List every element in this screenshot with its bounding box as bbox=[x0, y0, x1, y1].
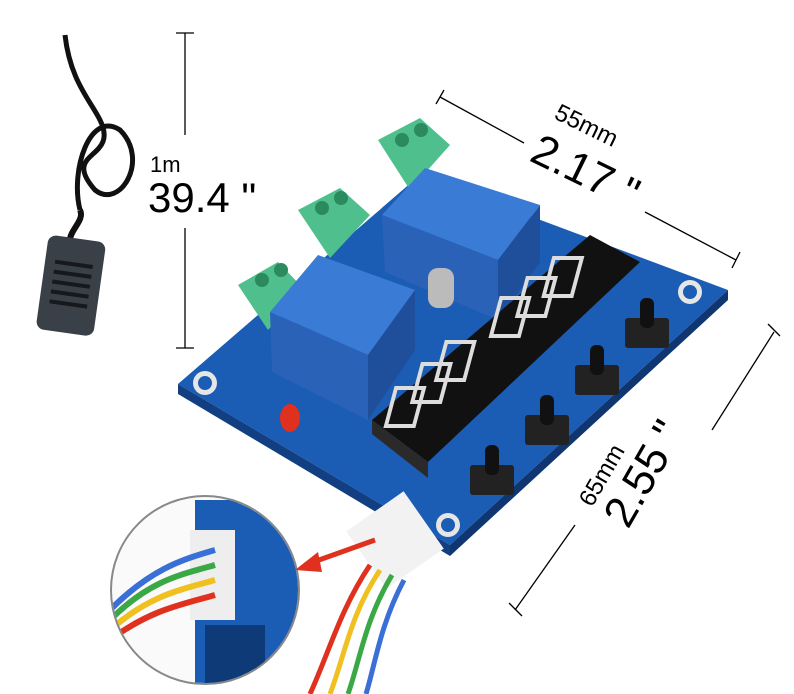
screw-terminals bbox=[238, 118, 450, 330]
seven-segment-display bbox=[372, 235, 640, 478]
push-buttons bbox=[470, 298, 669, 495]
cable-length-imperial: 39.4 " bbox=[148, 174, 256, 221]
relays bbox=[270, 168, 540, 420]
sensor-wires bbox=[307, 491, 444, 694]
dimension-lines bbox=[176, 32, 781, 617]
red-arrow bbox=[295, 537, 376, 572]
temperature-sensor-probe bbox=[36, 34, 135, 336]
connector-detail-inset bbox=[110, 495, 300, 685]
capacitor bbox=[428, 268, 454, 308]
cable-length-metric: 1m bbox=[150, 152, 181, 177]
red-led bbox=[280, 404, 300, 432]
